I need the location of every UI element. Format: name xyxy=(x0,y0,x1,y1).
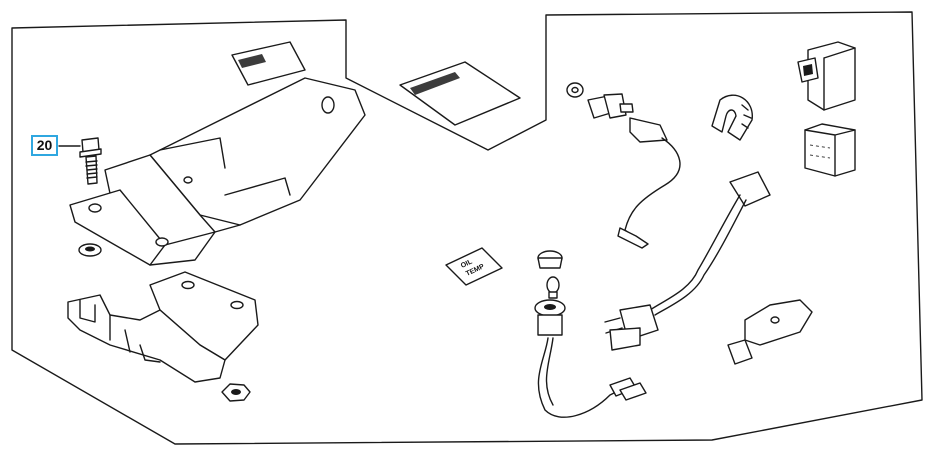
relay-unit-part xyxy=(797,41,856,111)
cover-plate-part xyxy=(727,299,813,365)
bulb-part xyxy=(546,276,560,299)
nut-part-lower xyxy=(221,383,251,402)
grommet-part xyxy=(711,94,753,141)
foam-pad-part xyxy=(804,123,856,177)
upper-bracket-part xyxy=(69,77,366,266)
nut-part-upper xyxy=(78,243,102,257)
label-sticker-large xyxy=(399,61,521,126)
indicator-socket-part xyxy=(534,299,647,418)
label-sticker-small xyxy=(231,41,306,86)
wire-harness-part xyxy=(604,171,771,351)
bolt-part xyxy=(79,137,102,185)
callout-20[interactable]: 20 xyxy=(31,135,58,156)
temperature-sensor-part xyxy=(587,93,681,249)
lower-clamp-part xyxy=(67,271,259,383)
indicator-lens-part xyxy=(537,250,563,269)
diagram-border xyxy=(11,11,923,445)
oil-temp-label-line1: OIL xyxy=(460,258,474,270)
washer-part xyxy=(566,82,584,98)
oil-temp-sticker: OIL TEMP xyxy=(445,247,503,286)
